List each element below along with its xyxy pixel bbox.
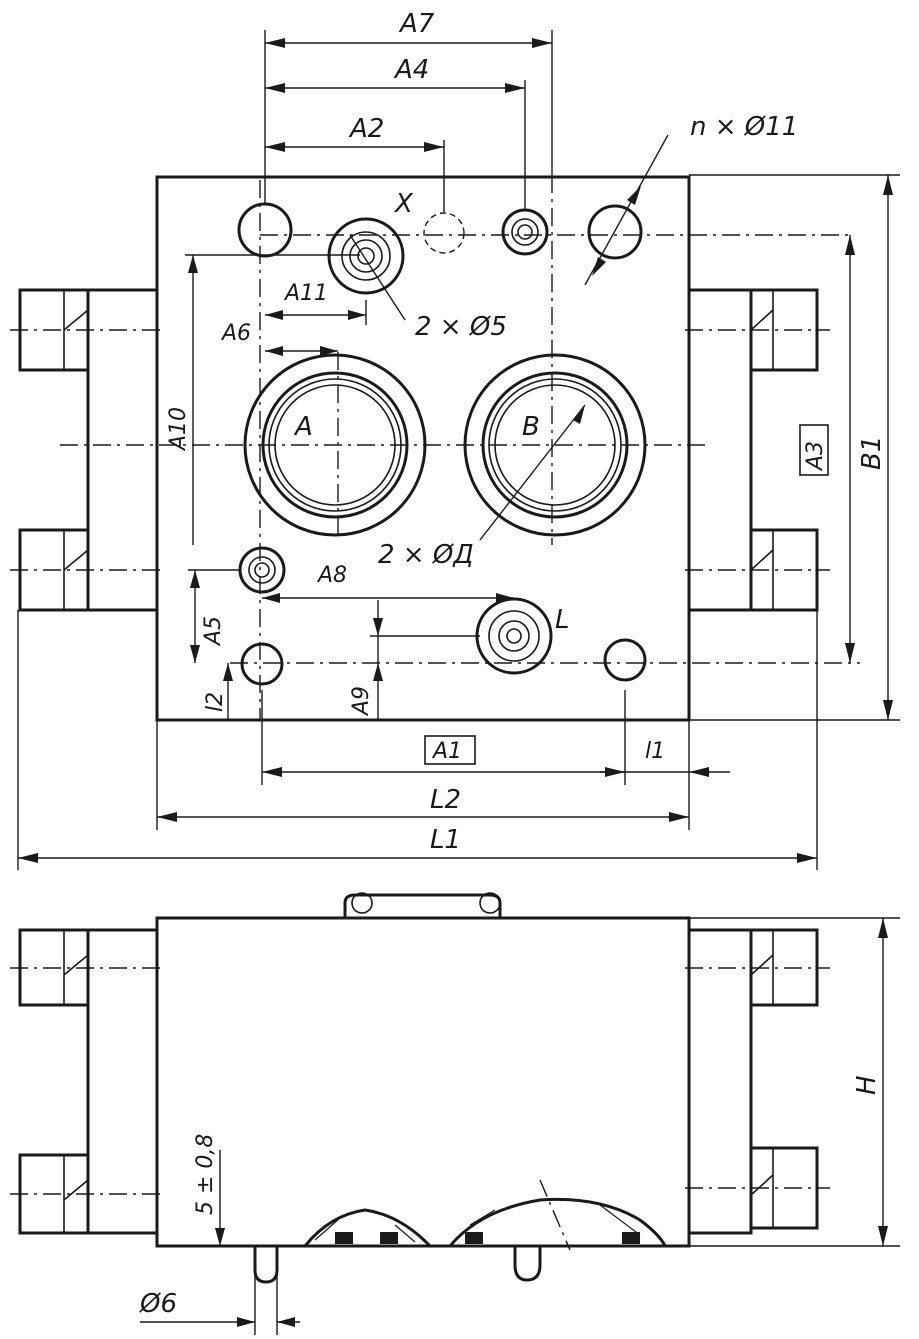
label-a5: A5 [201, 616, 226, 647]
section-cavities [303, 1179, 667, 1251]
label-l1-small: l1 [645, 739, 665, 764]
label-a11: A11 [283, 281, 328, 306]
mount-hole-tl [237, 202, 293, 258]
front-view: 5 ± 0,8 Ø6 H [10, 892, 900, 1335]
label-a2: A2 [348, 114, 384, 144]
label-a4: A4 [393, 55, 429, 85]
label-port-b: B [522, 412, 540, 442]
label-a7: A7 [398, 9, 435, 39]
label-L1: L1 [430, 825, 461, 855]
port-l [475, 597, 553, 675]
port-small-top [501, 208, 549, 256]
mount-hole-tr [587, 204, 643, 260]
label-a10: A10 [166, 407, 191, 452]
box-a1 [424, 735, 476, 765]
label-d6: Ø6 [139, 1289, 177, 1319]
plate-body-front [155, 916, 691, 1248]
right-lugs-top [685, 288, 830, 612]
port-small-left [238, 546, 286, 594]
label-d5: 2 × Ø5 [415, 312, 507, 342]
port-x-hidden [423, 212, 465, 254]
port-ring-left [327, 217, 405, 295]
left-lugs-front [10, 928, 160, 1235]
label-a3: A3 [803, 441, 828, 472]
label-x: X [393, 189, 414, 219]
label-a8: A8 [316, 563, 347, 588]
mount-hole-bl [240, 642, 284, 686]
label-dd: 2 × ØД [378, 540, 474, 570]
label-a1: A1 [431, 739, 462, 764]
port-b [463, 353, 647, 537]
label-a9: A9 [349, 686, 374, 717]
label-a6: A6 [220, 321, 251, 346]
mount-hole-br [603, 638, 647, 682]
label-n11: n × Ø11 [690, 112, 798, 142]
label-b1: B1 [857, 436, 887, 470]
label-l: L [555, 605, 570, 635]
label-port-a: A [293, 412, 313, 442]
label-l2-small: l2 [203, 692, 228, 712]
left-lugs-top [10, 288, 160, 612]
label-L2: L2 [430, 785, 461, 815]
port-a [243, 353, 427, 537]
top-view: A B A7 A4 A2 X n × Ø11 A11 [10, 9, 900, 870]
label-depth: 5 ± 0,8 [193, 1134, 218, 1215]
label-h: H [852, 1075, 882, 1095]
box-a3 [799, 424, 829, 476]
right-lugs-front [685, 928, 830, 1235]
